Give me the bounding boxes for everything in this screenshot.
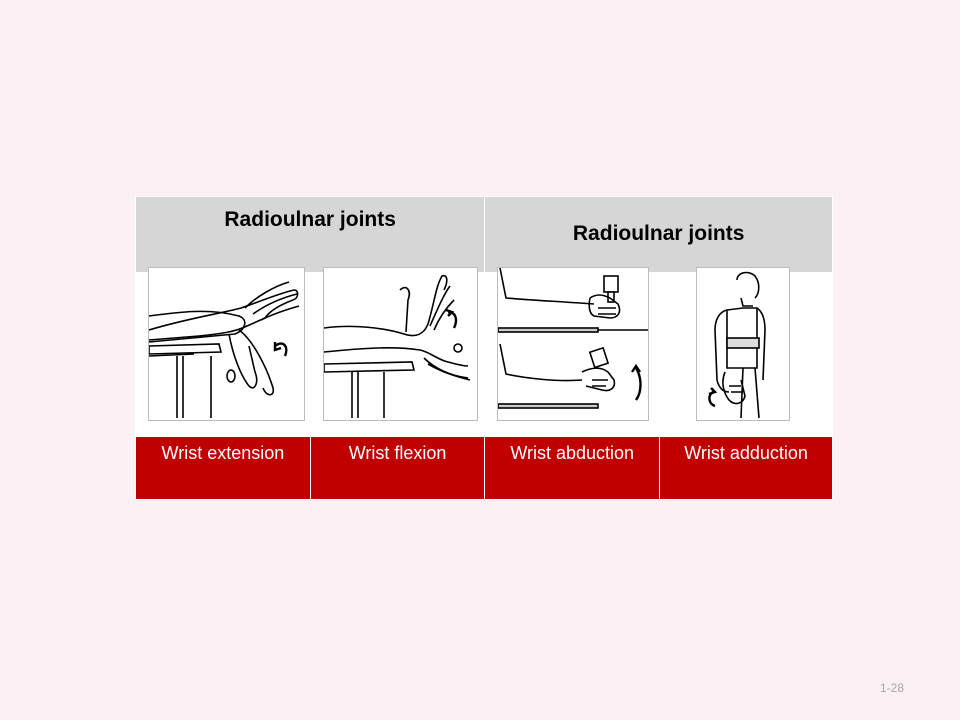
label-cell-abduction: Wrist abduction — [484, 436, 661, 500]
label-text: Wrist flexion — [348, 443, 447, 463]
image-cell-extension — [135, 267, 311, 437]
header-left-text: Radioulnar joints — [224, 208, 396, 231]
label-row: Wrist extension Wrist flexion Wrist abdu… — [135, 436, 833, 500]
wrist-flexion-illustration — [322, 267, 478, 421]
header-row: Radioulnar joints Radioulnar joints — [134, 196, 833, 273]
image-cell-flexion — [309, 267, 486, 437]
label-text: Wrist abduction — [510, 443, 635, 463]
label-cell-adduction: Wrist adduction — [659, 436, 833, 500]
label-cell-flexion: Wrist flexion — [309, 436, 486, 500]
image-row — [135, 267, 833, 437]
motion-table: Radioulnar joints Radioulnar joints — [134, 196, 833, 500]
header-cell-right: Radioulnar joints — [484, 196, 833, 273]
wrist-extension-illustration — [148, 267, 305, 421]
label-text: Wrist adduction — [684, 443, 808, 463]
page-number: 1-28 — [879, 681, 904, 695]
header-cell-left: Radioulnar joints — [134, 196, 486, 273]
wrist-abduction-illustration — [497, 267, 650, 421]
label-cell-extension: Wrist extension — [135, 436, 311, 500]
label-text: Wrist extension — [161, 443, 285, 463]
wrist-adduction-illustration — [696, 267, 791, 421]
header-right-text: Radioulnar joints — [572, 222, 745, 245]
image-cell-adduction — [659, 267, 833, 437]
image-cell-abduction — [484, 267, 661, 437]
